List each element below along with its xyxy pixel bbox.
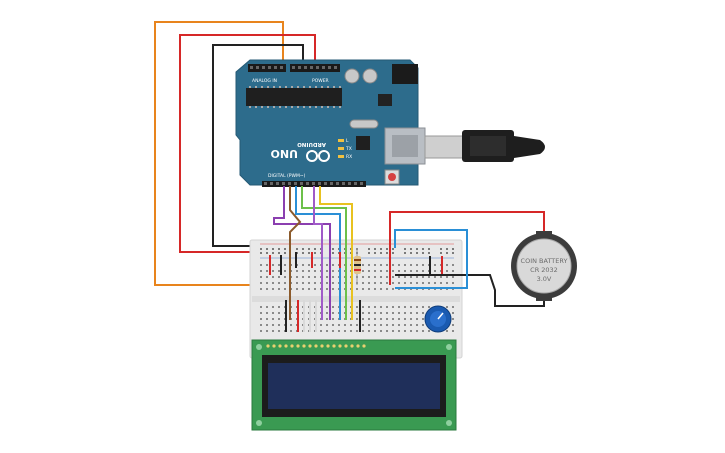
arduino-logo — [306, 150, 330, 162]
black-wire-gnd[interactable] — [212, 44, 304, 247]
center-channel — [252, 296, 460, 302]
voltage-regulator — [378, 94, 392, 106]
arduino-brand: ARDUINO — [297, 141, 326, 147]
potentiometer[interactable] — [424, 305, 452, 333]
battery-cell — [516, 238, 572, 294]
coin-battery[interactable]: COIN BATTERY CR 2032 3.0V — [511, 231, 577, 301]
lcd-screen — [268, 363, 440, 409]
header-top-pins — [250, 66, 337, 69]
uno-label: UNO — [271, 147, 299, 160]
capacitor-1 — [344, 68, 360, 84]
arduino-uno[interactable]: ANALOG IN POWER L TX RX UNO — [235, 59, 426, 187]
red-wire-5v[interactable] — [179, 34, 316, 253]
analog-label: ANALOG IN — [252, 78, 277, 84]
atmega-chip — [246, 88, 342, 106]
header-analog — [248, 64, 286, 72]
header-power — [290, 64, 340, 72]
led-label-l: L — [346, 138, 349, 144]
purple-wire[interactable] — [273, 186, 331, 320]
led-l — [338, 139, 344, 142]
usb-chip — [356, 136, 370, 150]
battery-label-2: CR 2032 — [530, 266, 558, 274]
dc-power-jack[interactable] — [392, 64, 418, 84]
usb-cable[interactable] — [424, 130, 545, 162]
led-tx — [338, 147, 344, 150]
battery-black-wire[interactable] — [395, 274, 545, 307]
usb-strain-relief — [514, 136, 545, 158]
battery-label-3: 3.0V — [537, 275, 552, 283]
chip-pins — [249, 86, 341, 108]
battery-red-wire[interactable] — [389, 211, 545, 285]
led-rx — [338, 155, 344, 158]
battery-wires — [389, 211, 545, 307]
resistor[interactable] — [354, 248, 361, 285]
purple-wire-2[interactable] — [313, 186, 323, 320]
green-wire[interactable] — [301, 186, 347, 320]
wire-group-long — [154, 21, 400, 286]
brown-wire[interactable] — [289, 186, 302, 320]
battery-blue-wire-1[interactable] — [394, 229, 468, 289]
led-label-rx: RX — [346, 154, 352, 160]
led-label-tx: TX — [345, 146, 352, 152]
crystal — [349, 119, 379, 129]
usb-plug-metal — [424, 135, 464, 159]
capacitor-2 — [362, 68, 378, 84]
usb-plug-grip — [470, 136, 506, 156]
battery-label-1: COIN BATTERY — [521, 257, 568, 265]
header-digital-pins — [264, 182, 363, 185]
lcd-pins — [266, 344, 366, 348]
digital-label: DIGITAL (PWM~) — [268, 173, 306, 179]
yellow-wire[interactable] — [319, 186, 353, 320]
usb-port-inner — [392, 135, 418, 157]
wire-group-breadboard — [269, 252, 443, 332]
reset-button-cap — [388, 173, 396, 181]
power-label: POWER — [312, 78, 329, 84]
lcd-module[interactable] — [251, 339, 457, 431]
